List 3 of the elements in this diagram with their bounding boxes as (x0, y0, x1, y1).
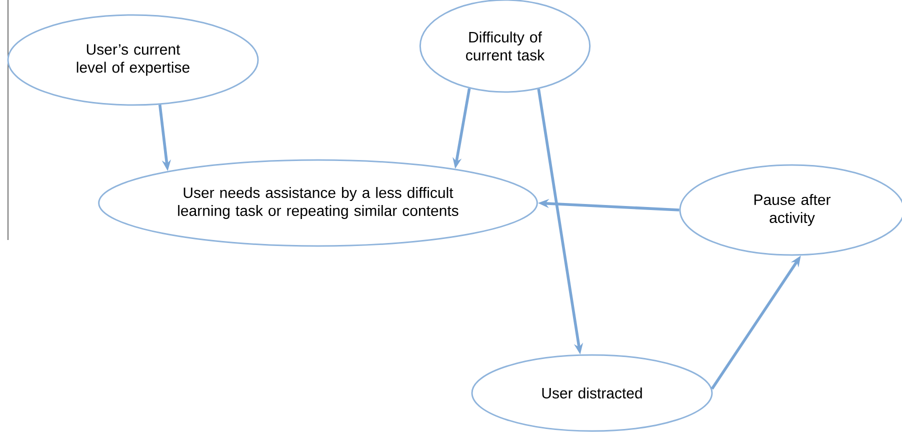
ellipse-node: User needs assistance by a less difficult learning task or repeating similar contents (98, 159, 538, 247)
ellipse-node: User’s current level of expertise (7, 14, 259, 106)
ellipse-node: User distracted (471, 354, 713, 432)
